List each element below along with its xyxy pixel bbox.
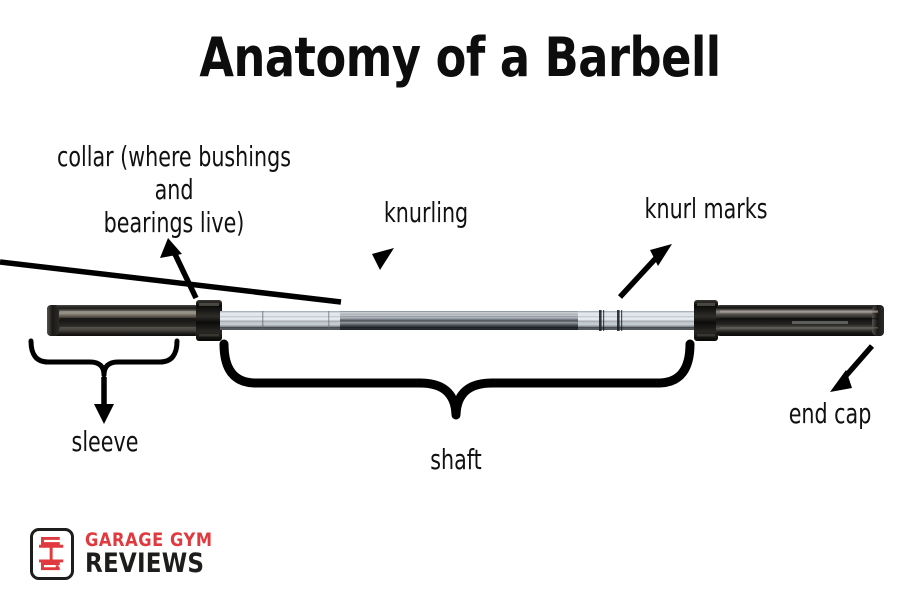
- knurl-marks: [599, 310, 623, 331]
- right-collar: [694, 300, 718, 341]
- sleeve-brace: [28, 338, 180, 378]
- label-collar-line1: collar (where bushings and: [57, 140, 291, 207]
- left-collar: [196, 300, 222, 341]
- collar-pointer-arrow: [160, 238, 199, 300]
- brand-logo[interactable]: GARAGE GYM REVIEWS: [30, 528, 219, 580]
- left-end-cap: [47, 305, 59, 336]
- sleeve-pointer-arrow: [94, 377, 114, 424]
- label-knurling: knurling: [383, 196, 469, 229]
- label-sleeve: sleeve: [71, 425, 139, 458]
- page-title: Anatomy of a Barbell: [199, 26, 721, 89]
- label-collar-line2: bearings live): [103, 206, 245, 240]
- label-end-cap: end cap: [788, 397, 872, 430]
- label-knurl-marks: knurl marks: [644, 192, 768, 225]
- knurl-marks-pointer-arrow: [617, 244, 672, 299]
- logo-wordmark: GARAGE GYM REVIEWS: [85, 531, 219, 577]
- logo-brand-top: GARAGE GYM: [85, 528, 213, 551]
- left-sleeve: [47, 305, 199, 336]
- label-collar: collar (where bushings and bearings live…: [35, 140, 314, 239]
- logo-brand-bottom: REVIEWS: [85, 547, 205, 579]
- knurling-pointer-arrow: [0, 248, 394, 305]
- logo-glyph: [39, 536, 64, 571]
- label-shaft: shaft: [430, 443, 482, 476]
- end-cap-pointer-arrow: [830, 344, 875, 392]
- right-sleeve: [716, 305, 884, 336]
- barbell-shaft: [220, 311, 698, 330]
- right-end-cap: [872, 305, 884, 336]
- shaft-brace: [219, 339, 695, 420]
- barbell-monogram-icon: [30, 528, 74, 580]
